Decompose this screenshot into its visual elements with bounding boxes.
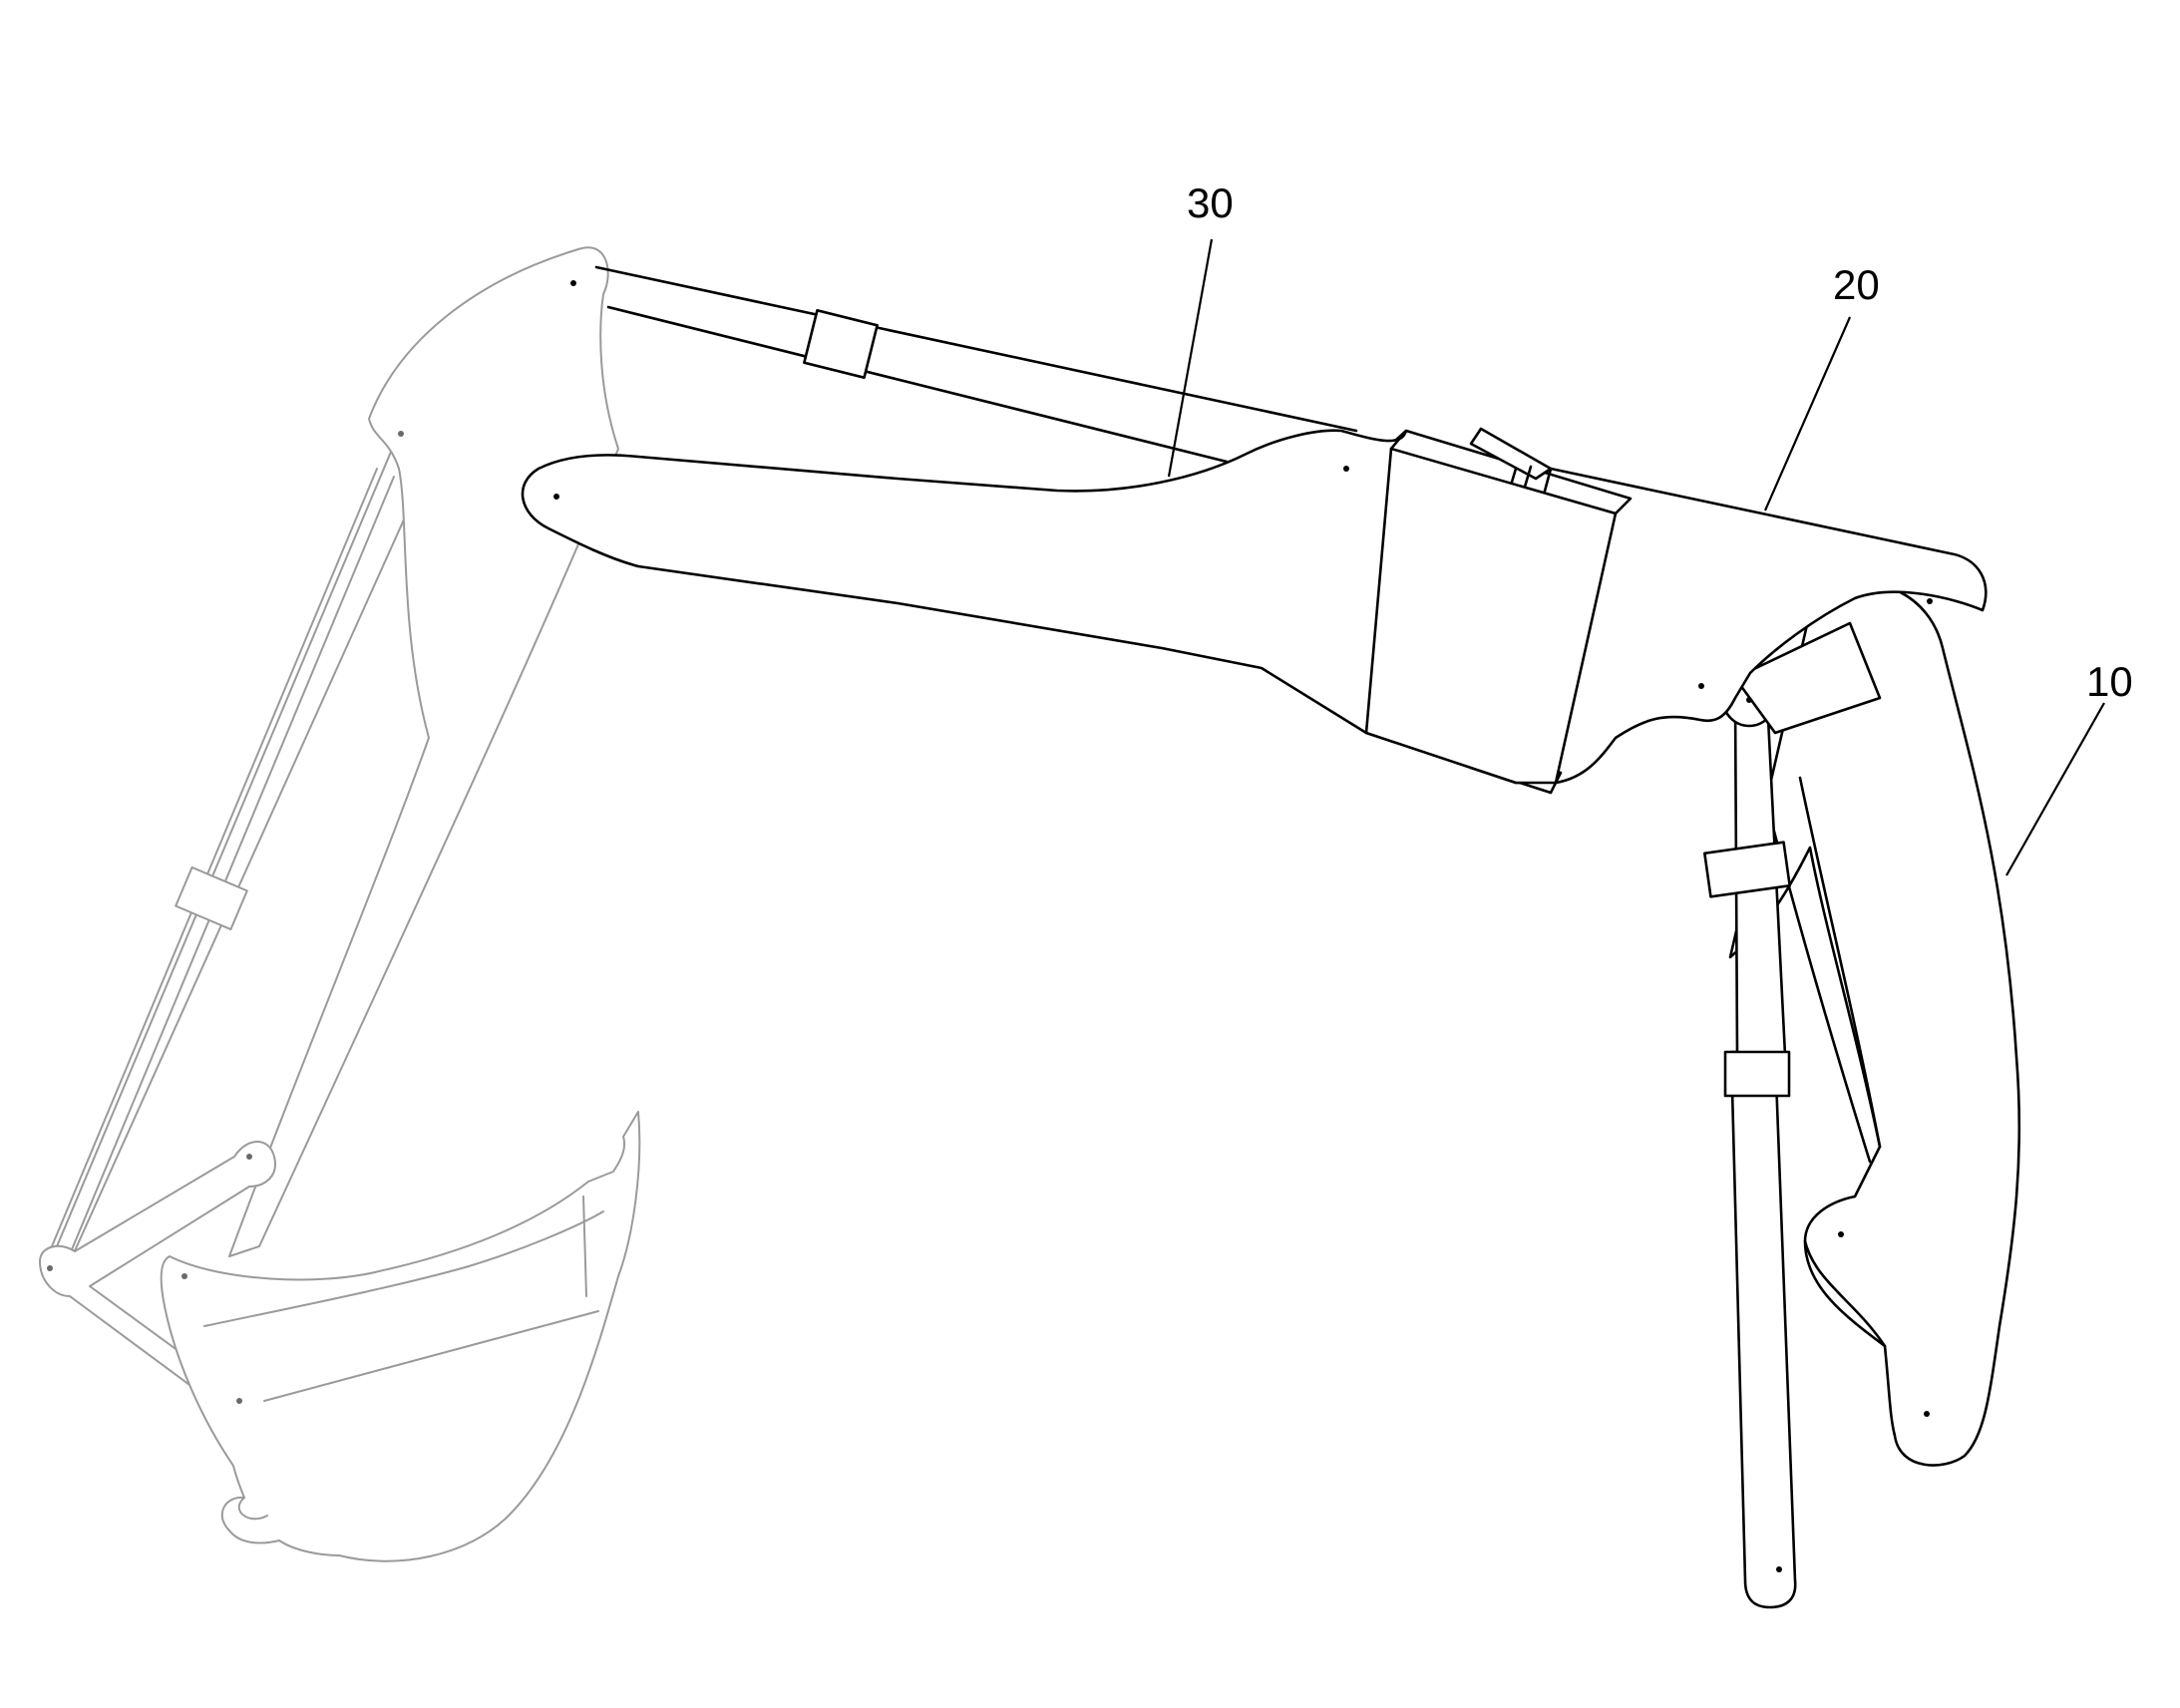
bucket-rim-line xyxy=(203,1210,604,1327)
boom-cylinder-base-pin xyxy=(1776,1566,1782,1572)
leader-line-30 xyxy=(1167,238,1214,478)
arm-pin xyxy=(1698,683,1704,689)
arm-tip-outline xyxy=(228,246,619,1257)
arm-extension xyxy=(521,429,1618,785)
bucket-side-edge xyxy=(582,1196,587,1297)
arm-tip-pin-top xyxy=(570,280,576,286)
reference-label-30: 30 xyxy=(1187,179,1234,226)
boom-cylinder xyxy=(1703,621,1882,1609)
bucket-cylinder-rod-b xyxy=(69,476,395,1255)
bucket-cylinder-outer-line xyxy=(51,413,408,1259)
reference-label-10: 10 xyxy=(2086,658,2133,705)
bucket-hook xyxy=(237,1497,268,1521)
bucket-cylinder-top-line-b xyxy=(606,305,1249,469)
boom-foot-pin xyxy=(1924,1411,1930,1417)
bucket-pin-b xyxy=(236,1398,242,1404)
bucket-cylinder-top-collar xyxy=(803,309,879,379)
boom xyxy=(1728,580,2021,1467)
boom-cylinder-clamp xyxy=(1703,841,1791,898)
bucket-cylinder-rod-a xyxy=(51,468,378,1247)
arm-extension-sleeve-edge xyxy=(1364,447,1393,735)
boom-inner-edge xyxy=(1798,776,1882,1149)
bucket-pin-a xyxy=(182,1273,187,1279)
bucket-cylinder-inner-line xyxy=(67,468,428,1267)
boom-cylinder-collar xyxy=(1723,1050,1791,1098)
leader-line-10 xyxy=(2005,702,2105,876)
bucket-cylinder-top-line-a xyxy=(594,265,1358,433)
arm-extension-body xyxy=(521,429,1618,785)
arm-extension-pin xyxy=(1343,466,1349,472)
reference-label-20: 20 xyxy=(1833,261,1880,308)
bucket-inner-line xyxy=(263,1310,599,1402)
boom-body xyxy=(1728,580,2021,1467)
bucket-body xyxy=(160,1111,641,1562)
boom-cylinder-lug-pin xyxy=(1838,1231,1844,1237)
boom-cylinder-barrel xyxy=(1729,1050,1797,1609)
bucket-link xyxy=(39,1141,276,1397)
bucket-cylinder-collar xyxy=(175,865,248,931)
bucket-assembly xyxy=(39,246,641,1562)
link-pin-b xyxy=(246,1154,252,1160)
boom-cylinder-bracket xyxy=(1733,621,1882,735)
boom-lower-lug xyxy=(1803,1239,1887,1348)
leader-line-20 xyxy=(1763,316,1852,512)
boom-top-pin xyxy=(1927,598,1933,604)
arm-extension-tip-pin xyxy=(553,494,559,500)
arm-tip-pin-mid xyxy=(398,431,404,437)
bucket-cylinder-top xyxy=(594,265,1358,469)
link-pin-a xyxy=(47,1265,53,1271)
